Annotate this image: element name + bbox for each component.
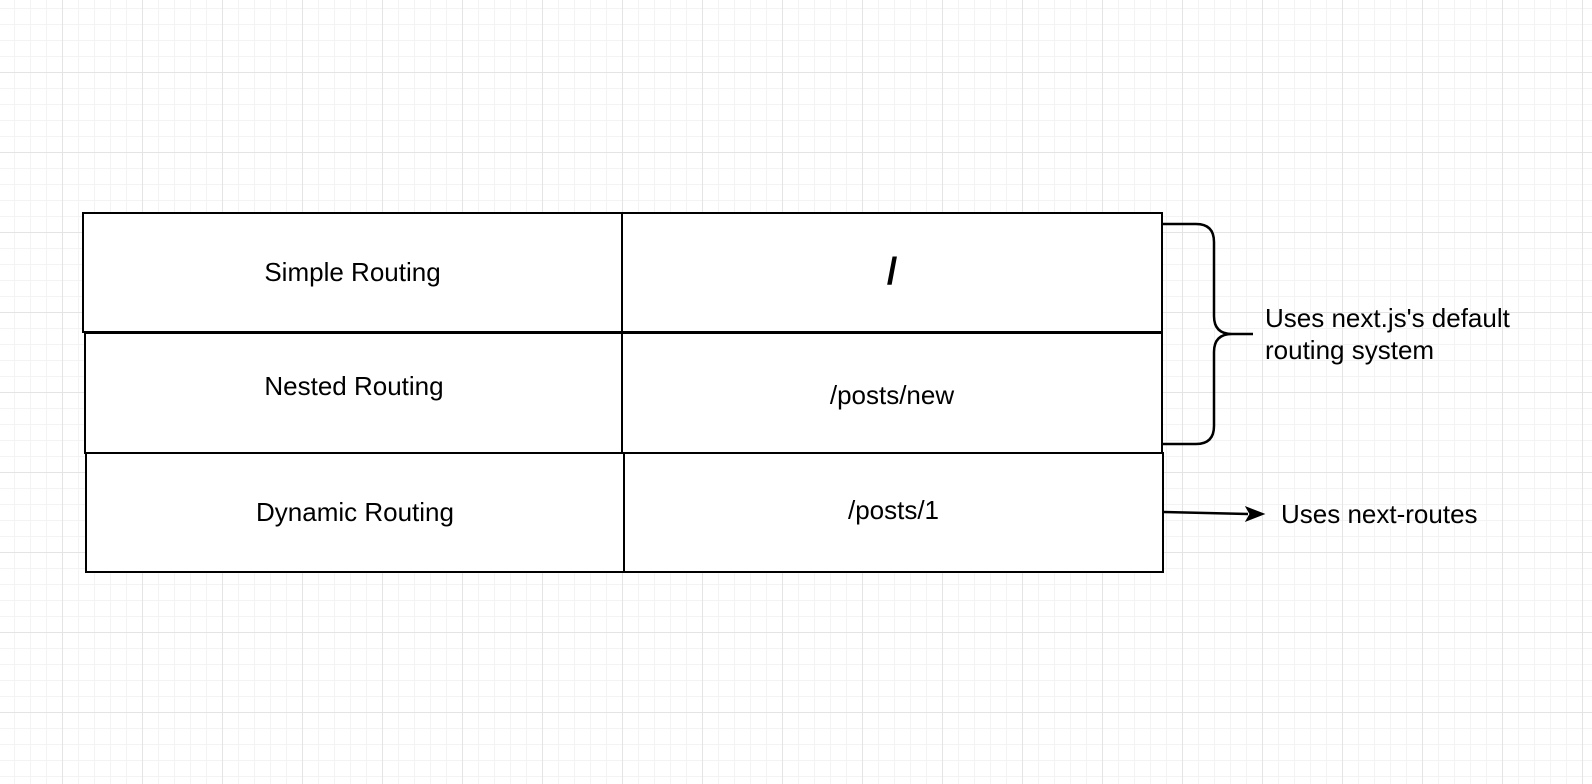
default-routing-label[interactable]: Uses next.js's default routing system xyxy=(1265,303,1510,365)
next-routes-label[interactable]: Uses next-routes xyxy=(1281,499,1478,529)
arrow-line[interactable] xyxy=(1163,510,1249,516)
curly-brace-icon[interactable] xyxy=(1163,222,1253,446)
arrow-right-icon xyxy=(1244,506,1266,522)
row-3-path-cell[interactable]: /posts/1 xyxy=(623,452,1164,573)
row-3-name-cell[interactable]: Dynamic Routing xyxy=(85,452,625,573)
row-2-name-cell[interactable]: Nested Routing xyxy=(84,332,624,454)
row-1-name-cell[interactable]: Simple Routing xyxy=(82,212,623,333)
